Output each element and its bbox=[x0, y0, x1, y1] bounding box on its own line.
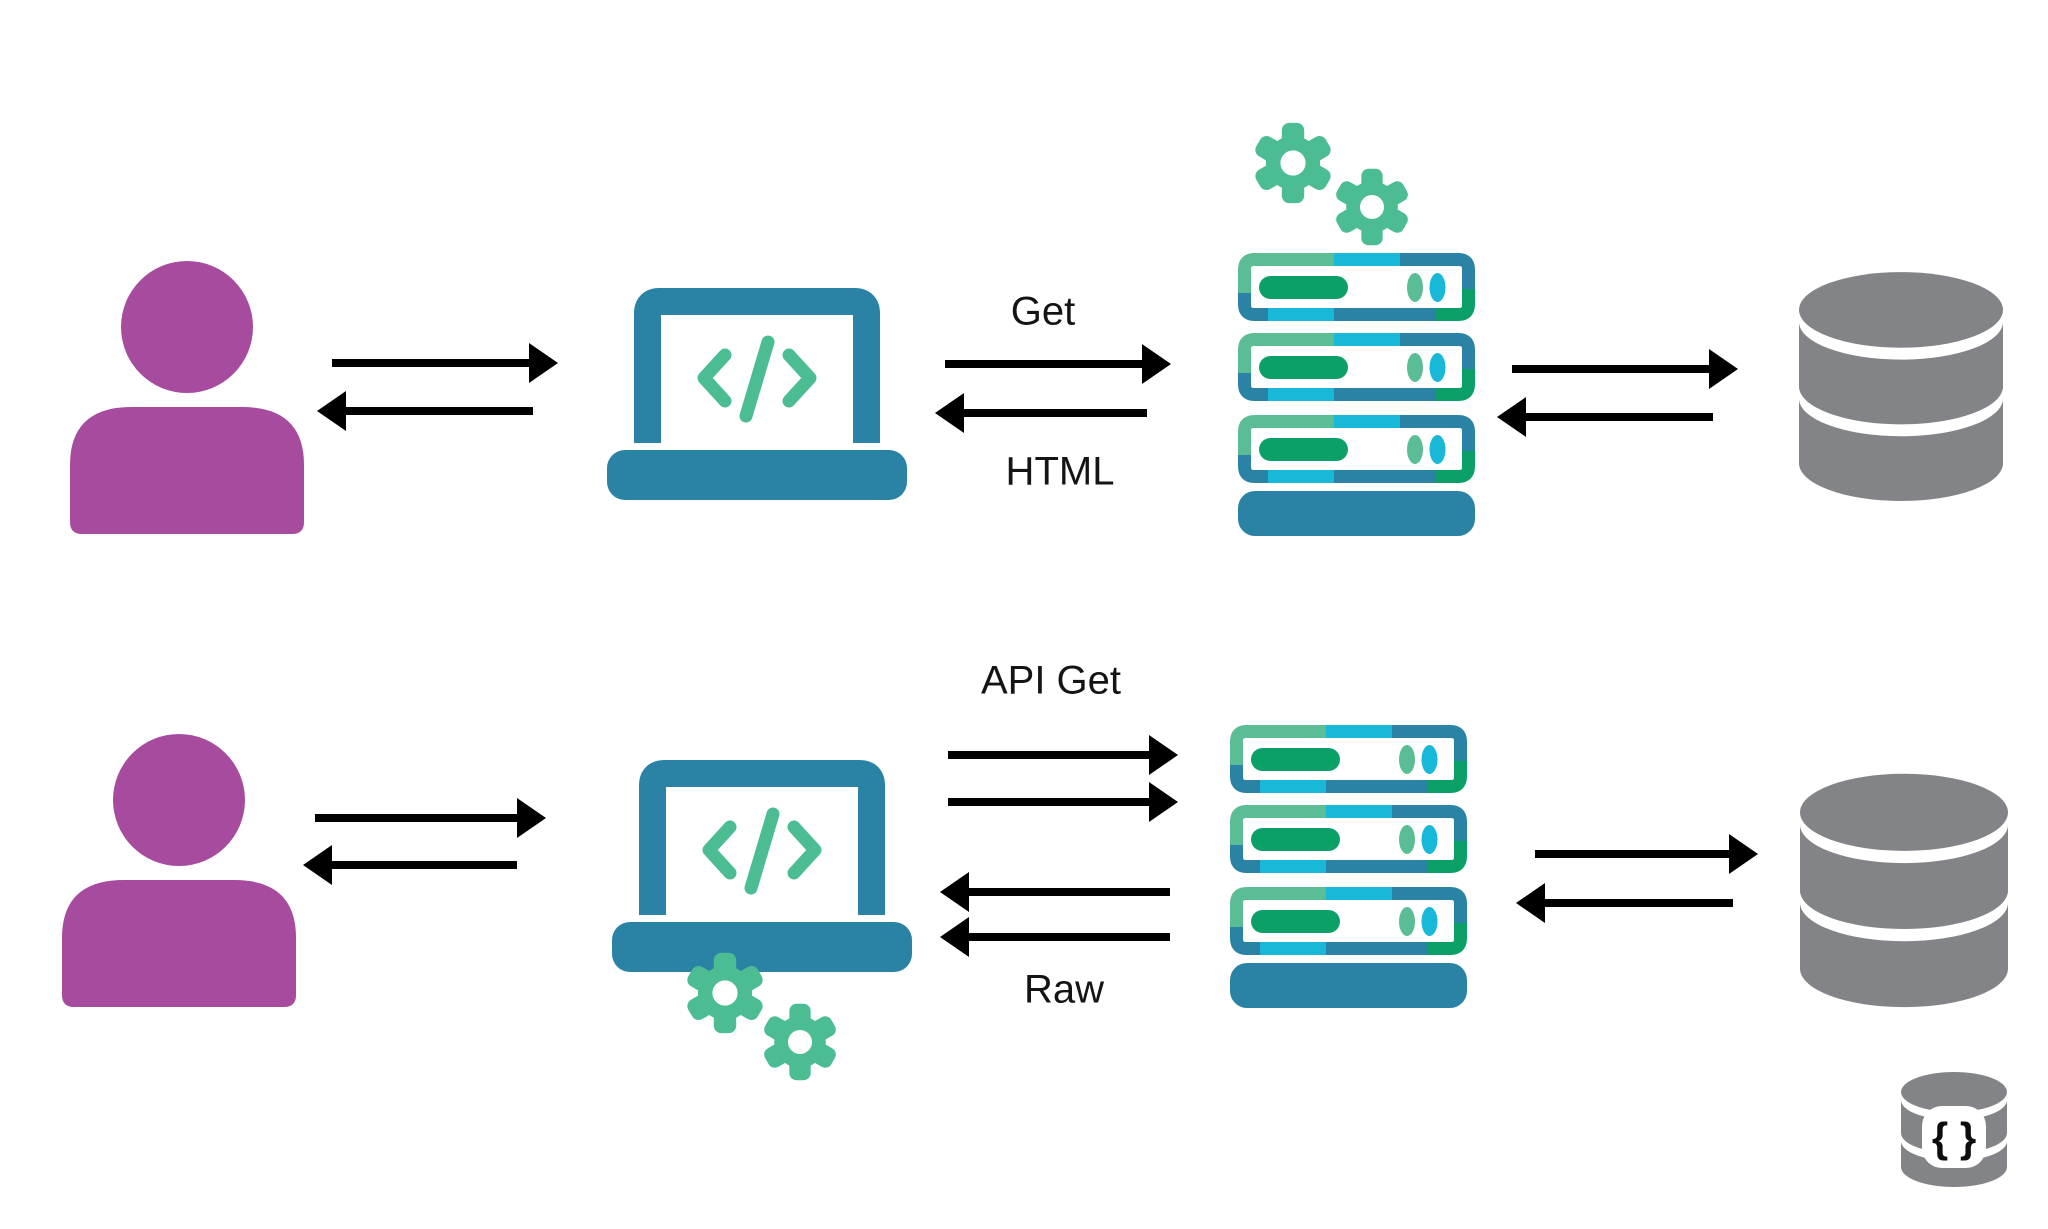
user-icon bbox=[62, 734, 296, 1007]
response-arrow-server-to-browser bbox=[935, 393, 1147, 433]
request-arrow-server-to-database bbox=[1512, 349, 1738, 389]
user-icon bbox=[70, 261, 304, 534]
gear-icon bbox=[1252, 122, 1334, 204]
database-icon bbox=[1799, 272, 2003, 501]
server-stack-icon bbox=[1238, 253, 1475, 538]
response-arrow-server-to-browser bbox=[940, 917, 1170, 957]
request-arrow-browser-to-server bbox=[945, 344, 1171, 384]
request-arrow-server-to-database bbox=[1535, 834, 1758, 874]
request-label: Get bbox=[1010, 289, 1076, 334]
response-arrow-database-to-server bbox=[1516, 883, 1733, 923]
code-laptop-icon bbox=[612, 760, 912, 972]
response-label: Raw bbox=[1023, 967, 1105, 1012]
gear-icon bbox=[761, 1003, 839, 1081]
database-icon bbox=[1800, 773, 2008, 1008]
json-database-icon: { } bbox=[1901, 1072, 2007, 1187]
request-label: API Get bbox=[980, 658, 1122, 703]
response-arrow-server-to-browser bbox=[940, 872, 1170, 912]
request-arrow-browser-to-server bbox=[948, 782, 1178, 822]
response-arrow-database-to-server bbox=[1497, 397, 1713, 437]
request-arrow-browser-to-server bbox=[948, 735, 1178, 775]
server-stack-icon bbox=[1230, 725, 1467, 1010]
gear-icon bbox=[684, 952, 766, 1034]
response-arrow-browser-to-user bbox=[303, 845, 517, 885]
response-arrow-browser-to-user bbox=[317, 391, 533, 431]
request-arrow-user-to-browser bbox=[315, 798, 546, 838]
gear-icon bbox=[1333, 168, 1411, 246]
code-laptop-icon bbox=[607, 288, 907, 500]
json-braces-glyph: { } bbox=[1932, 1114, 1976, 1161]
request-arrow-user-to-browser bbox=[332, 343, 558, 383]
response-label: HTML bbox=[1005, 449, 1115, 494]
